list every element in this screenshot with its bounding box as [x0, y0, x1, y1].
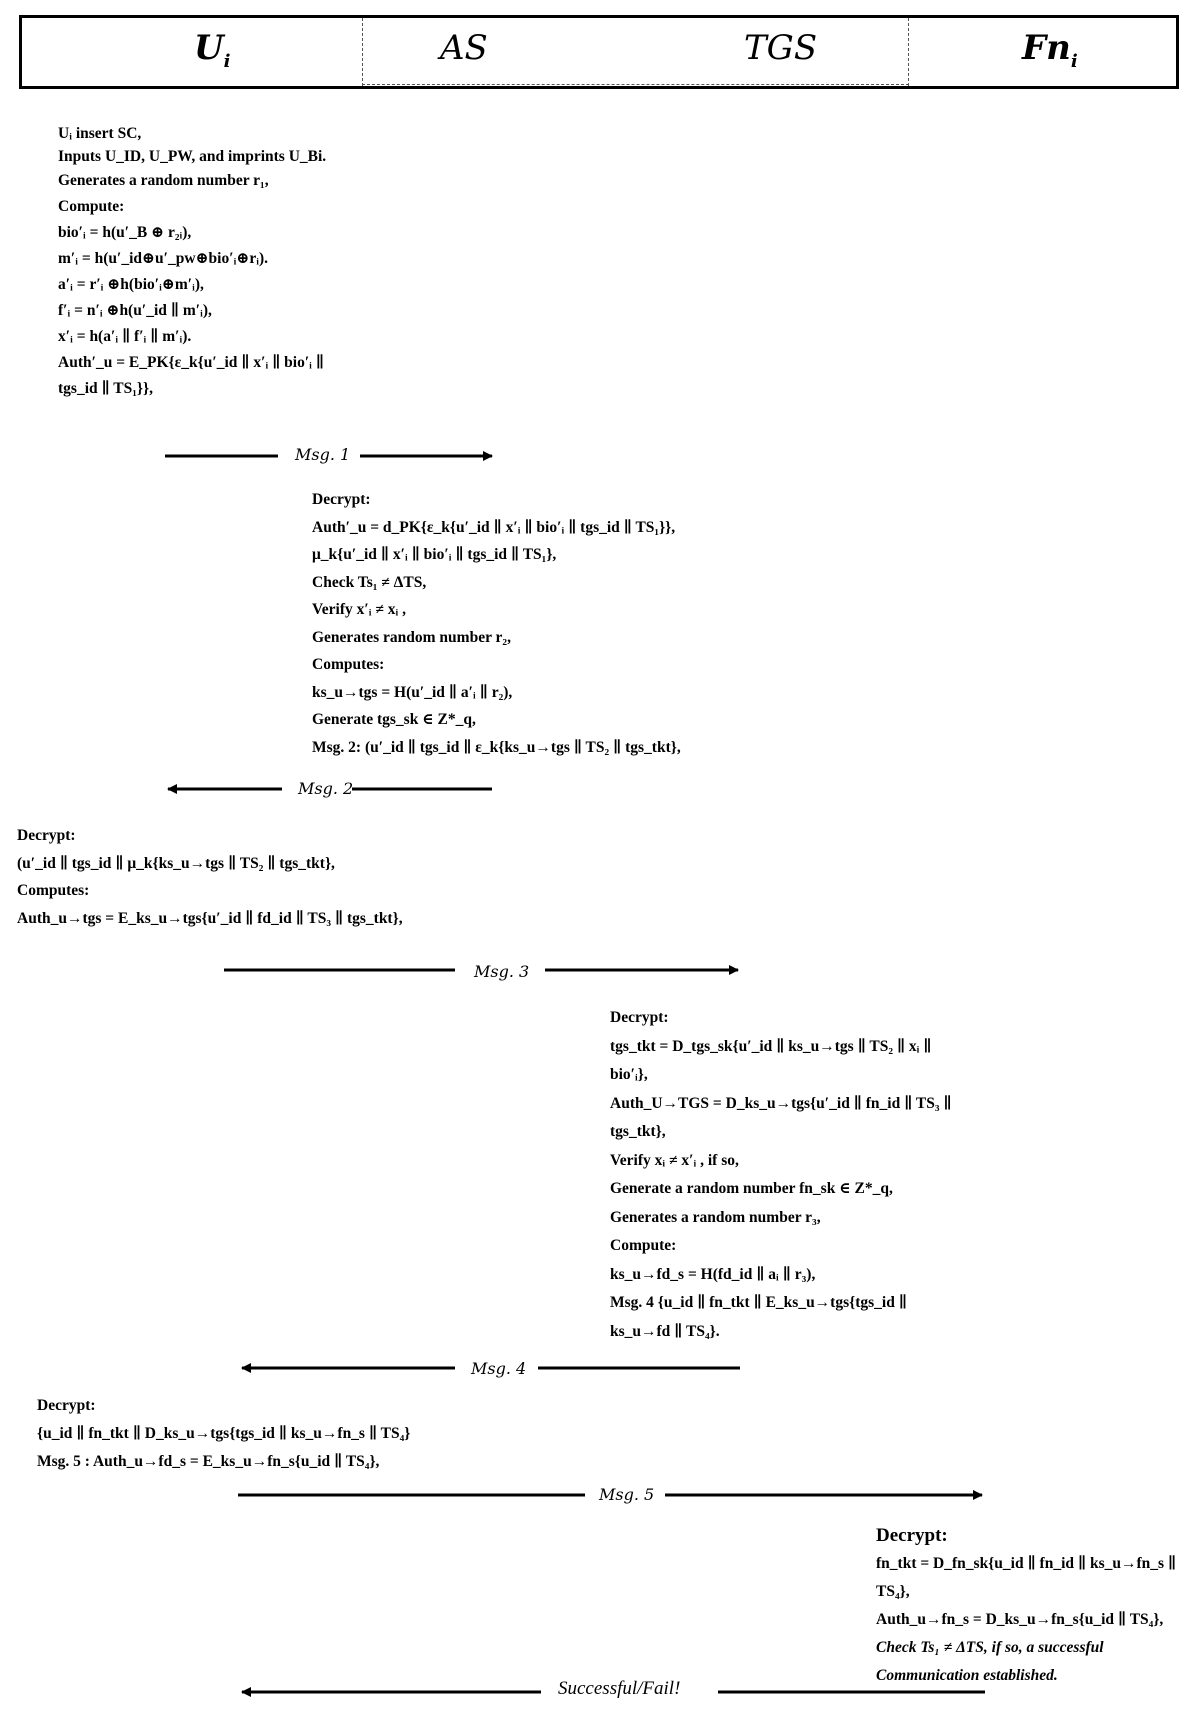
- fog-node-verification-step: Decrypt: fn_tkt = D_fn_sk{u_id ∥ fn_id ∥…: [876, 1522, 1176, 1690]
- step-line: Auth_u→fn_s = D_ks_u→fn_s{u_id ∥ TS₄},: [876, 1611, 1164, 1628]
- msg2-label: Msg. 2: [298, 779, 354, 798]
- tgs-verification-step: Decrypt: tgs_tkt = D_tgs_sk{u′_id ∥ ks_u…: [610, 1004, 952, 1346]
- step-line: ks_u→fd_s = H(fd_id ∥ aᵢ ∥ r₃),: [610, 1265, 816, 1283]
- final-result-label: Successful/Fail!: [558, 1678, 681, 1699]
- header-divider: [908, 18, 909, 86]
- step-line: Decrypt:: [312, 491, 371, 508]
- step-line: Generates a random number r₃,: [610, 1208, 821, 1226]
- step-line: fn_tkt = D_fn_sk{u_id ∥ fn_id ∥ ks_u→fn_…: [876, 1555, 1177, 1572]
- step-line: tgs_id ∥ TS₁}},: [58, 380, 153, 397]
- entity-tgs: TGS: [744, 28, 818, 68]
- msg3-label: Msg. 3: [474, 962, 530, 981]
- step-line: Compute:: [610, 1237, 677, 1254]
- entity-fog-node: Fni: [1022, 28, 1078, 72]
- entity-user: Ui: [194, 28, 231, 72]
- step-line: Verify xᵢ ≠ x′ᵢ , if so,: [610, 1151, 739, 1169]
- user-fog-auth-step: Decrypt: {u_id ∥ fn_tkt ∥ D_ks_u→tgs{tgs…: [37, 1392, 410, 1476]
- header-divider: [362, 84, 909, 85]
- step-line: Auth′_u = d_PK{ε_k{u′_id ∥ x′ᵢ ∥ bio′ᵢ ∥…: [312, 518, 676, 536]
- step-line: Check Ts₁ ≠ ΔTS, if so, a successful: [876, 1639, 1104, 1656]
- step-line: Computes:: [312, 656, 385, 673]
- step-line: Compute:: [58, 198, 125, 215]
- step-line: f′ᵢ = n′ᵢ ⊕h(u′_id ∥ m′ᵢ),: [58, 302, 212, 319]
- step-line: Decrypt:: [17, 827, 76, 844]
- header-divider: [362, 18, 363, 86]
- step-line: (u′_id ∥ tgs_id ∥ μ_k{ks_u→tgs ∥ TS₂ ∥ t…: [17, 854, 335, 872]
- msg5-label: Msg. 5: [599, 1485, 655, 1504]
- step-line: Check Ts₁ ≠ ΔTS,: [312, 573, 427, 591]
- step-line: Generates a random number r₁,: [58, 172, 269, 189]
- entity-as: AS: [440, 28, 488, 68]
- step-line: Auth′_u = E_PK{ε_k{u′_id ∥ x′ᵢ ∥ bio′ᵢ ∥: [58, 354, 325, 371]
- step-line: Auth_U→TGS = D_ks_u→tgs{u′_id ∥ fn_id ∥ …: [610, 1094, 952, 1112]
- step-line: a′ᵢ = r′ᵢ ⊕h(bio′ᵢ⊕m′ᵢ),: [58, 276, 204, 293]
- step-line: x′ᵢ = h(a′ᵢ ∥ f′ᵢ ∥ m′ᵢ).: [58, 328, 192, 345]
- as-verification-step: Decrypt: Auth′_u = d_PK{ε_k{u′_id ∥ x′ᵢ …: [312, 486, 681, 761]
- step-line: Msg. 5 : Auth_u→fd_s = E_ks_u→fn_s{u_id …: [37, 1453, 380, 1470]
- step-line: bio′ᵢ = h(u′_B ⊕ r₂ᵢ),: [58, 224, 192, 241]
- step-line: TS₄},: [876, 1583, 910, 1600]
- step-line: Decrypt:: [37, 1397, 96, 1414]
- msg1-label: Msg. 1: [295, 445, 351, 464]
- user-login-step: Uᵢ insert SC, Inputs U_ID, U_PW, and imp…: [58, 122, 326, 402]
- step-line: Decrypt:: [876, 1525, 948, 1546]
- step-line: μ_k{u′_id ∥ x′ᵢ ∥ bio′ᵢ ∥ tgs_id ∥ TS₁},: [312, 546, 557, 563]
- step-line: tgs_tkt = D_tgs_sk{u′_id ∥ ks_u→tgs ∥ TS…: [610, 1037, 932, 1055]
- step-line: ks_u→tgs = H(u′_id ∥ a′ᵢ ∥ r₂),: [312, 683, 513, 701]
- step-line: Communication established.: [876, 1667, 1058, 1684]
- entity-header: Ui AS TGS Fni: [19, 15, 1179, 89]
- step-line: Msg. 4 {u_id ∥ fn_tkt ∥ E_ks_u→tgs{tgs_i…: [610, 1294, 907, 1311]
- user-ticket-step: Decrypt: (u′_id ∥ tgs_id ∥ μ_k{ks_u→tgs …: [17, 822, 403, 932]
- msg4-label: Msg. 4: [471, 1359, 527, 1378]
- step-line: Auth_u→tgs = E_ks_u→tgs{u′_id ∥ fd_id ∥ …: [17, 909, 403, 927]
- step-line: Inputs U_ID, U_PW, and imprints U_Bi.: [58, 148, 327, 165]
- step-line: m′ᵢ = h(u′_id⊕u′_pw⊕bio′ᵢ⊕rᵢ).: [58, 250, 268, 267]
- step-line: Computes:: [17, 882, 90, 899]
- step-line: Verify x′ᵢ ≠ xᵢ ,: [312, 601, 406, 618]
- step-line: ks_u→fd ∥ TS₄}.: [610, 1322, 720, 1340]
- step-line: bio′ᵢ},: [610, 1066, 648, 1083]
- step-line: Generates random number r₂,: [312, 628, 511, 646]
- step-line: Generate tgs_sk ∈ Z*_q,: [312, 711, 476, 728]
- step-line: tgs_tkt},: [610, 1123, 666, 1140]
- step-line: Decrypt:: [610, 1009, 669, 1026]
- step-line: {u_id ∥ fn_tkt ∥ D_ks_u→tgs{tgs_id ∥ ks_…: [37, 1425, 411, 1442]
- step-line: Generate a random number fn_sk ∈ Z*_q,: [610, 1180, 893, 1197]
- step-line: Msg. 2: (u′_id ∥ tgs_id ∥ ε_k{ks_u→tgs ∥…: [312, 738, 681, 756]
- step-line: Uᵢ insert SC,: [58, 125, 142, 142]
